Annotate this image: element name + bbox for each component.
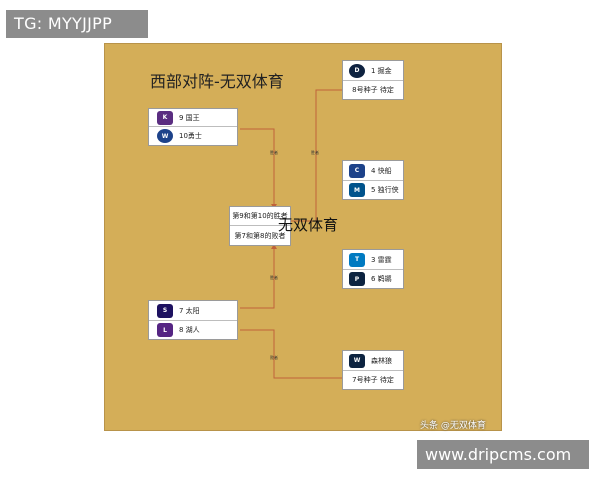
matchup-card-thunder-pelicans: T 3 雷霆 P 6 鹈鹕 xyxy=(342,249,404,289)
suns-logo-icon: S xyxy=(157,303,173,318)
team-name: 5 独行侠 xyxy=(371,186,399,194)
team-row-nuggets: D 1 掘金 xyxy=(343,61,403,81)
team-row-suns: S 7 太阳 xyxy=(149,301,237,321)
matchup-card-nuggets: D 1 掘金 8号种子 待定 xyxy=(342,60,404,100)
thunder-logo-icon: T xyxy=(349,252,365,267)
warriors-logo-icon: W xyxy=(157,129,173,143)
nuggets-logo-icon: D xyxy=(349,63,365,78)
matchup-card-timberwolves: W 森林狼 7号种子 待定 xyxy=(342,350,404,390)
pending-seed7-row: 7号种子 待定 xyxy=(343,371,403,389)
matchup-card-kings-warriors: K 9 国王 W 10勇士 xyxy=(148,108,238,146)
team-name: 4 快船 xyxy=(371,166,392,175)
loser-7-8-label: 第7和第8的败者 xyxy=(234,231,286,240)
pelicans-logo-icon: P xyxy=(349,272,365,286)
edge-label-winner: 胜者 xyxy=(311,150,319,155)
matchup-card-suns-lakers: S 7 太阳 L 8 湖人 xyxy=(148,300,238,340)
team-name: 3 雷霆 xyxy=(371,255,392,264)
team-name: 7 太阳 xyxy=(179,306,200,315)
pending-seed8-row: 8号种子 待定 xyxy=(343,81,403,99)
loser-7-8-row: 第7和第8的败者 xyxy=(230,226,290,245)
lakers-logo-icon: L xyxy=(157,323,173,337)
watermark-top: TG: MYYJJPP xyxy=(6,10,148,38)
team-row-pelicans: P 6 鹈鹕 xyxy=(343,270,403,288)
kings-logo-icon: K xyxy=(157,110,173,125)
team-name: 8 湖人 xyxy=(179,326,200,334)
team-row-clippers: C 4 快船 xyxy=(343,161,403,181)
watermark-bottom: www.dripcms.com xyxy=(417,440,589,469)
timberwolves-logo-icon: W xyxy=(349,353,365,368)
winner-9-10-label: 第9和第10的胜者 xyxy=(232,212,288,220)
team-row-warriors: W 10勇士 xyxy=(149,127,237,145)
pending-seed7-label: 7号种子 待定 xyxy=(352,376,394,384)
center-watermark: 无双体育 xyxy=(278,216,339,234)
bracket-board xyxy=(104,43,502,431)
edge-label-winner: 胜者 xyxy=(270,275,278,280)
page-title: 西部对阵-无双体育 xyxy=(150,72,284,91)
playin-result-card: 第9和第10的胜者 第7和第8的败者 xyxy=(229,206,291,246)
pending-seed8-label: 8号种子 待定 xyxy=(352,86,394,94)
team-row-lakers: L 8 湖人 xyxy=(149,321,237,339)
clippers-logo-icon: C xyxy=(349,163,365,178)
team-row-kings: K 9 国王 xyxy=(149,109,237,127)
team-name: 森林狼 xyxy=(371,356,392,365)
edge-label-winner: 胜者 xyxy=(270,150,278,155)
matchup-card-clippers-mavericks: C 4 快船 M 5 独行侠 xyxy=(342,160,404,200)
team-row-thunder: T 3 雷霆 xyxy=(343,250,403,270)
winner-9-10-row: 第9和第10的胜者 xyxy=(230,207,290,226)
team-name: 9 国王 xyxy=(179,113,200,122)
team-row-timberwolves: W 森林狼 xyxy=(343,351,403,371)
team-row-mavericks: M 5 独行侠 xyxy=(343,181,403,199)
source-credit: 头条 @无双体育 xyxy=(420,421,486,431)
team-name: 6 鹈鹕 xyxy=(371,275,392,283)
team-name: 10勇士 xyxy=(179,132,202,140)
mavericks-logo-icon: M xyxy=(349,183,365,197)
edge-label-loser: 败者 xyxy=(270,355,278,360)
team-name: 1 掘金 xyxy=(371,66,392,75)
